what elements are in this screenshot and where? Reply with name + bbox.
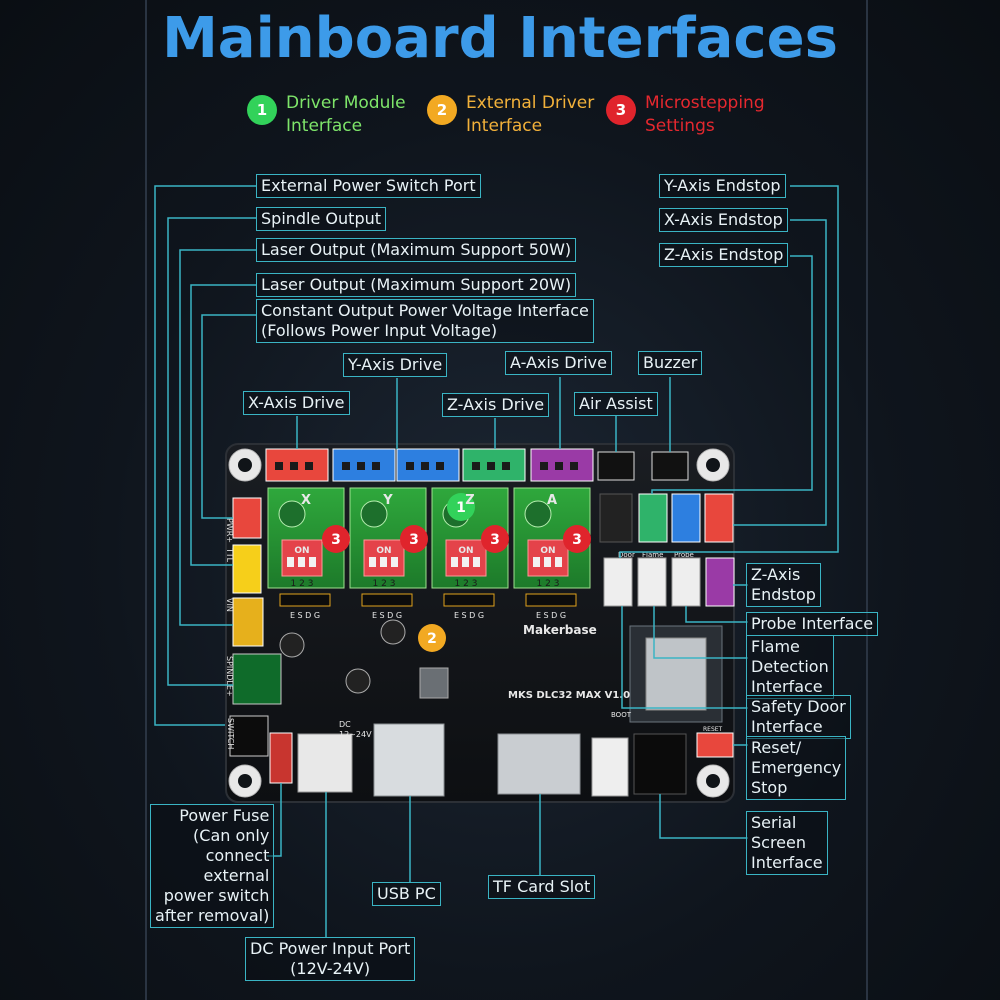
label-z-endstop-top: Z-Axis Endstop <box>659 243 789 267</box>
legend-external-driver: 2 External Driver Interface <box>427 92 594 138</box>
axis-letter-y: Y <box>382 493 393 508</box>
label-flame-detection: Flame Detection Interface <box>746 635 834 699</box>
boot-label: BOOT <box>611 711 632 719</box>
label-power-fuse: Power Fuse (Can only connect external po… <box>150 804 275 928</box>
right-connectors <box>599 493 735 723</box>
legend-number-3: 3 <box>606 95 636 125</box>
on-label: ON <box>294 546 309 556</box>
on-label: ON <box>376 546 391 556</box>
label-serial-screen: Serial Screen Interface <box>746 811 828 875</box>
label-dc-power: DC Power Input Port (12V-24V) <box>245 937 416 981</box>
badge-3-y: 3 <box>409 532 419 548</box>
label-y-axis-drive: Y-Axis Drive <box>343 353 448 377</box>
label-x-endstop: X-Axis Endstop <box>659 208 788 232</box>
badge-3-z: 3 <box>490 532 500 548</box>
bottom-parts <box>279 619 734 797</box>
header-label-door: Door <box>618 551 635 559</box>
label-y-endstop: Y-Axis Endstop <box>659 174 786 198</box>
panel-edge-right <box>866 0 868 1000</box>
pin-labels: E S D G <box>290 611 320 620</box>
side-label-vin: VIN <box>225 598 234 612</box>
badge-3-x: 3 <box>331 532 341 548</box>
axis-letter-a: A <box>547 493 557 508</box>
dip-numbers: 1 2 3 <box>291 579 314 589</box>
legend-number-1: 1 <box>247 95 277 125</box>
label-z-axis-drive: Z-Axis Drive <box>442 393 550 417</box>
side-label-ttl: TTL <box>225 547 234 563</box>
board-brand: Makerbase <box>523 623 597 637</box>
label-usb-pc: USB PC <box>372 882 441 906</box>
on-label: ON <box>540 546 555 556</box>
label-buzzer: Buzzer <box>638 351 703 375</box>
connector-lines <box>154 185 839 937</box>
legend-text-2: External Driver Interface <box>466 93 595 136</box>
header-label-probe: Probe <box>674 551 694 559</box>
left-connectors <box>229 497 293 784</box>
label-z-endstop-side: Z-Axis Endstop <box>746 563 821 607</box>
dip-numbers: 1 2 3 <box>455 579 478 589</box>
panel-edge-left <box>145 0 147 1000</box>
label-reset: Reset/ Emergency Stop <box>746 736 847 800</box>
pin-labels: E S D G <box>536 611 566 620</box>
legend-text-3: Microstepping Settings <box>645 93 765 136</box>
label-external-power-switch: External Power Switch Port <box>256 174 481 198</box>
label-a-axis-drive: A-Axis Drive <box>505 351 612 375</box>
legend-text-1: Driver Module Interface <box>286 93 406 136</box>
side-label-pwr: PWR+ <box>225 518 234 543</box>
badge-3-a: 3 <box>572 532 582 548</box>
driver-modules <box>267 487 591 607</box>
header-label-flame: Flame <box>642 551 663 559</box>
dip-numbers: 1 2 3 <box>373 579 396 589</box>
pin-labels: E S D G <box>372 611 402 620</box>
legend-driver-module: 1 Driver Module Interface <box>247 92 406 138</box>
top-connectors <box>265 448 689 482</box>
legend-microstepping: 3 Microstepping Settings <box>606 92 765 138</box>
label-laser-50w: Laser Output (Maximum Support 50W) <box>256 238 577 262</box>
dip-numbers: 1 2 3 <box>537 579 560 589</box>
label-spindle-output: Spindle Output <box>256 207 387 231</box>
badges <box>322 493 591 652</box>
label-x-axis-drive: X-Axis Drive <box>243 391 350 415</box>
on-label: ON <box>458 546 473 556</box>
side-label-spindle: SPINDLE+ <box>225 656 234 697</box>
badge-2: 2 <box>427 631 437 647</box>
axis-letter-z: Z <box>465 493 474 508</box>
side-label-switch: SWITCH <box>226 718 235 749</box>
label-safety-door: Safety Door Interface <box>746 695 851 739</box>
label-probe-interface: Probe Interface <box>746 612 879 636</box>
label-tf-card: TF Card Slot <box>488 875 596 899</box>
reset-board-label: RESET <box>703 726 723 733</box>
label-laser-20w: Laser Output (Maximum Support 20W) <box>256 273 577 297</box>
board-model: MKS DLC32 MAX V1.0 <box>508 690 630 701</box>
legend-number-2: 2 <box>427 95 457 125</box>
badge-1: 1 <box>456 500 466 516</box>
pin-labels: E S D G <box>454 611 484 620</box>
page-title: Mainboard Interfaces <box>162 6 838 71</box>
label-air-assist: Air Assist <box>574 392 658 416</box>
axis-letter-x: X <box>301 493 311 508</box>
label-constant-output: Constant Output Power Voltage Interface … <box>256 299 594 343</box>
